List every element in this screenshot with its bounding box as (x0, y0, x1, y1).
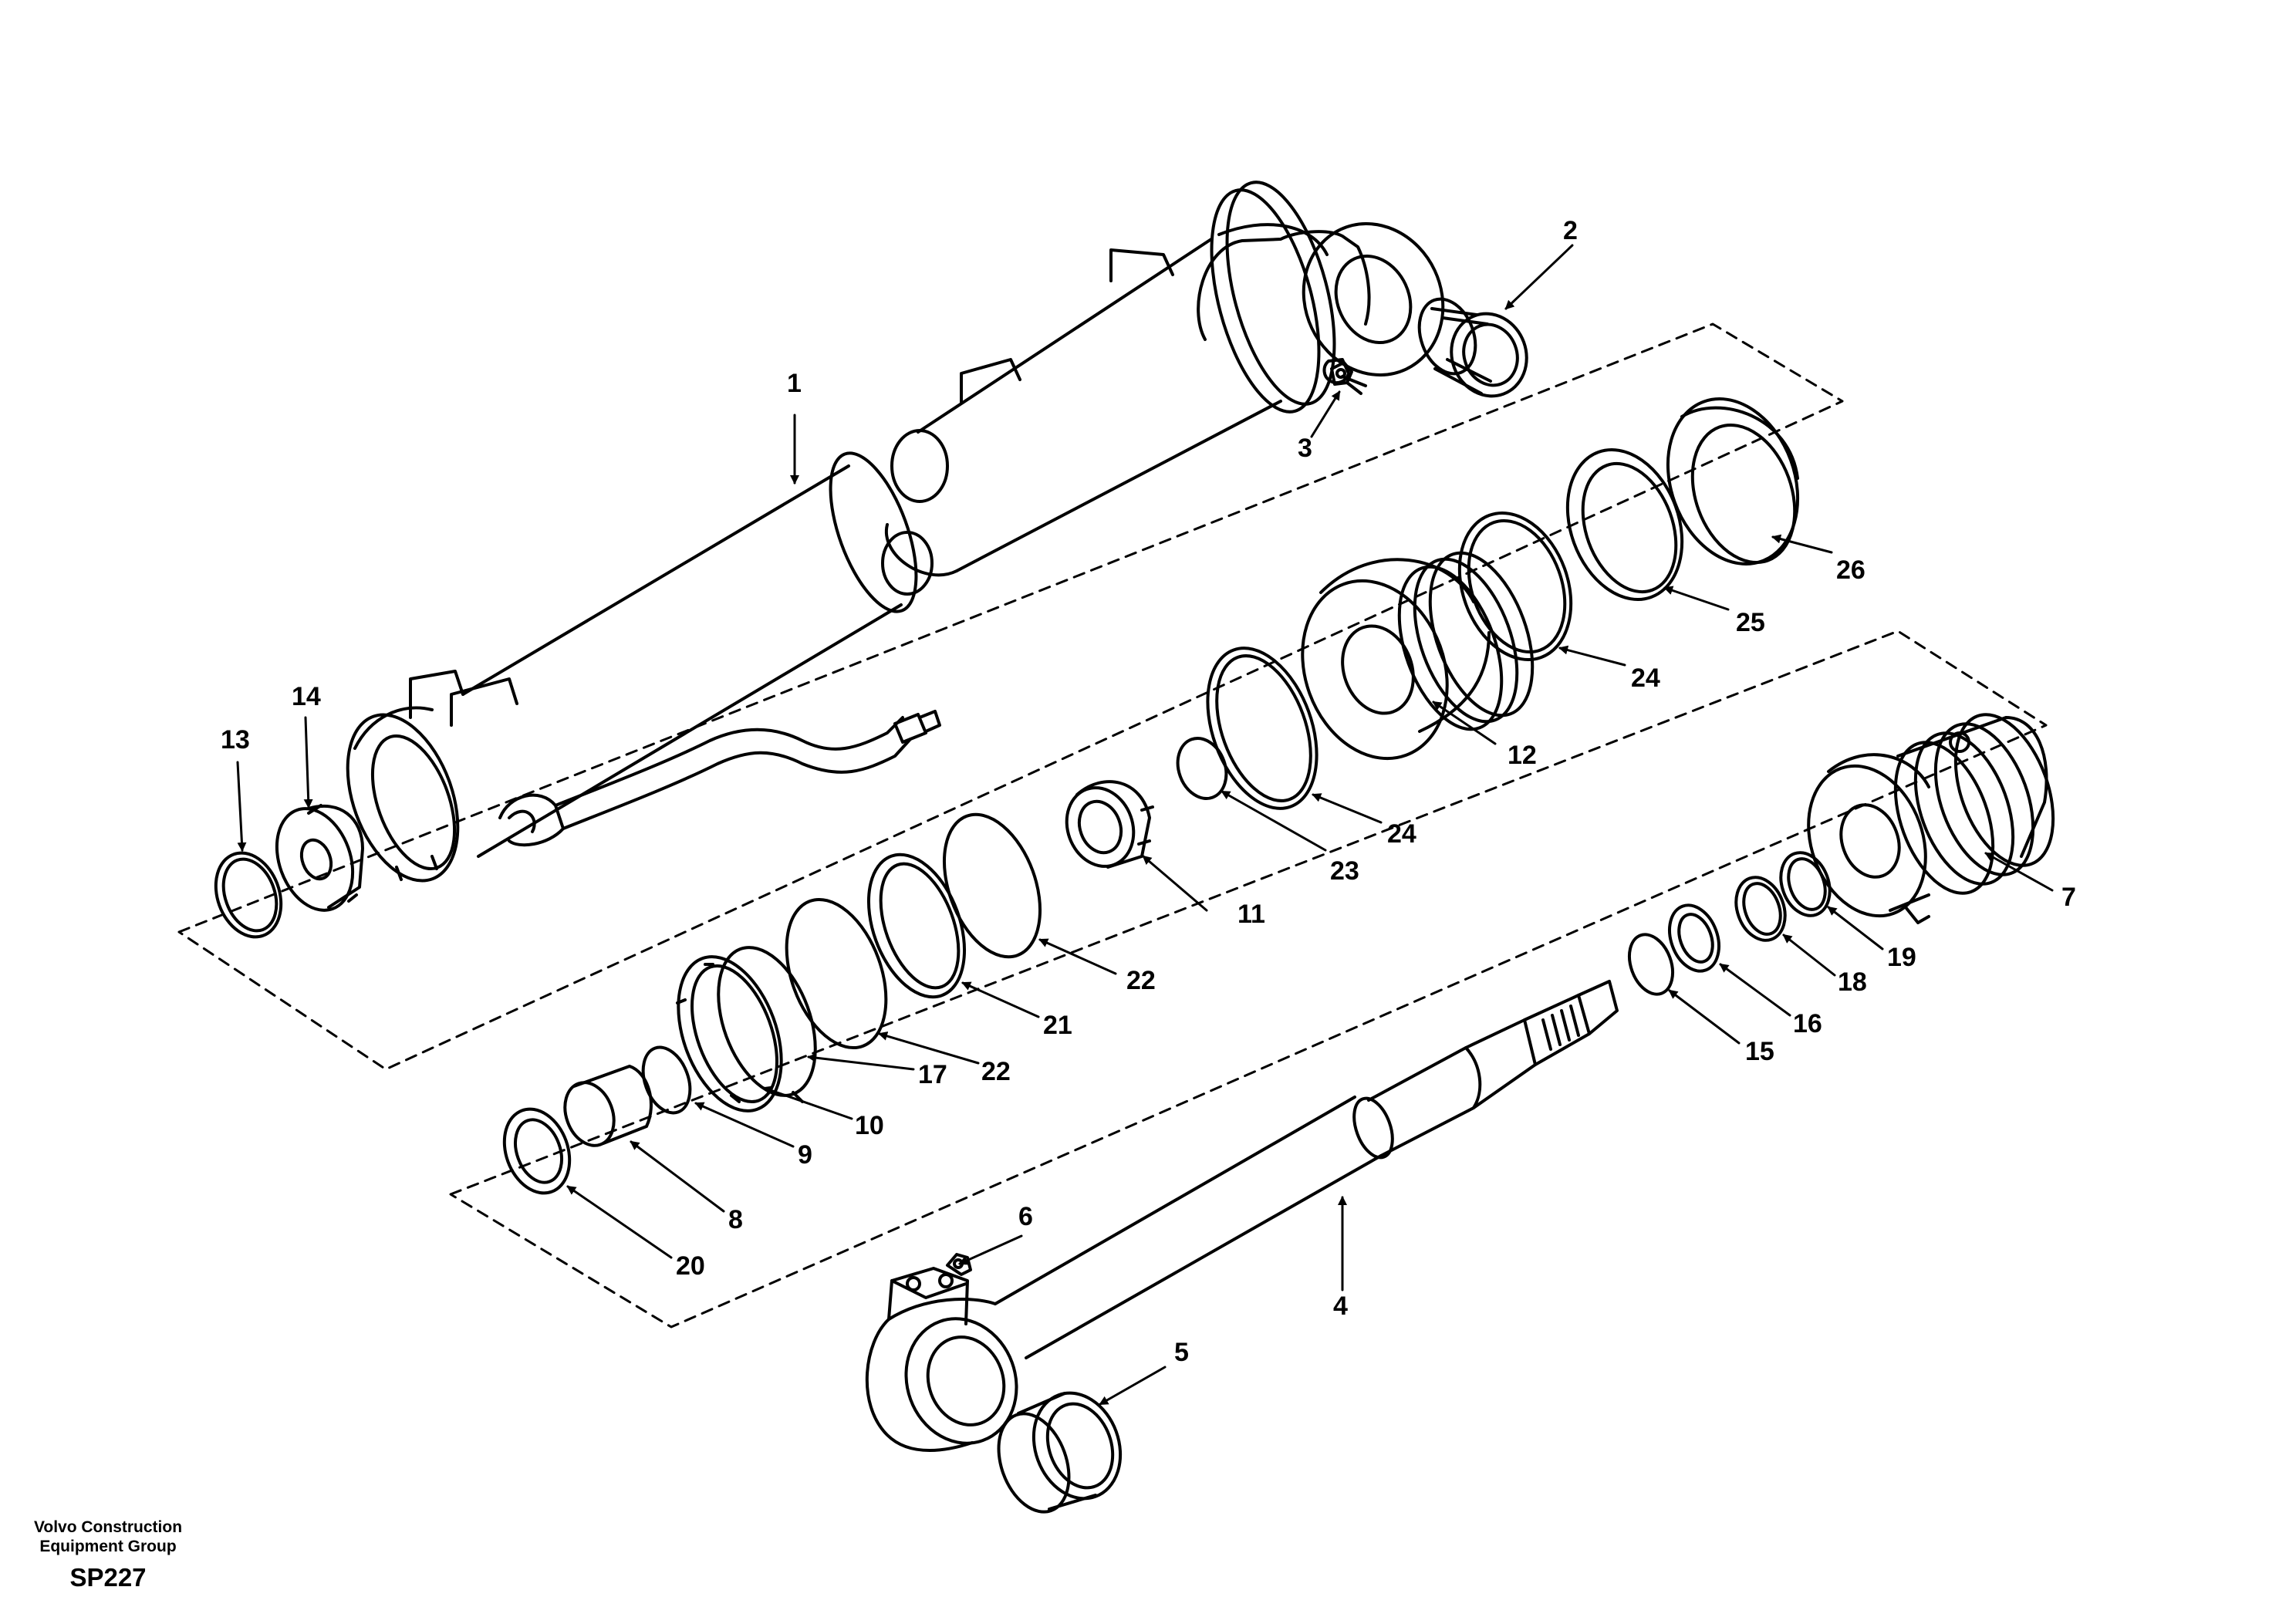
callout-2: 2 (1563, 216, 1578, 245)
callout-leader-lines (236, 244, 2054, 1406)
callout-16: 16 (1793, 1009, 1822, 1038)
part-10-ring (676, 955, 783, 1112)
part-12-piston (1301, 551, 1535, 761)
callout-6: 6 (1018, 1202, 1033, 1231)
footer-company-line1: Volvo Construction (33, 1518, 183, 1536)
callout-12: 12 (1508, 741, 1537, 770)
callout-22-upper: 22 (1126, 966, 1156, 995)
callout-24-lower: 24 (1387, 819, 1416, 849)
part-13-retaining-ring (214, 851, 283, 939)
part-8-bushing (563, 1065, 653, 1147)
part-21-ring (866, 853, 967, 999)
callout-labels: 1 2 3 4 5 6 7 8 9 10 11 12 13 14 15 16 1… (221, 216, 2076, 1367)
callout-22-lower: 22 (981, 1057, 1011, 1086)
callout-19: 19 (1887, 943, 1916, 972)
callout-24-upper: 24 (1631, 663, 1660, 693)
cylinder-tube-rear (881, 181, 1445, 596)
callout-13: 13 (221, 725, 250, 755)
callout-17: 17 (918, 1060, 947, 1089)
part-19-ring (1779, 851, 1832, 917)
part-25-ring (1565, 448, 1684, 601)
part-22-ring-lower (785, 897, 888, 1050)
callout-18: 18 (1838, 967, 1867, 997)
callout-26: 26 (1836, 555, 1866, 585)
part-23-o-ring (1176, 737, 1228, 800)
callout-8: 8 (728, 1205, 743, 1234)
callout-5: 5 (1174, 1338, 1189, 1367)
callout-15: 15 (1745, 1037, 1774, 1066)
part-15-snap-ring (1627, 933, 1675, 996)
seal-kit-frame-lower (449, 630, 2048, 1329)
callout-4: 4 (1333, 1291, 1348, 1321)
part-26-wiper-ring (1666, 397, 1800, 566)
part-11-collar (1065, 780, 1154, 869)
callout-7: 7 (2061, 883, 2076, 912)
cylinder-tube-front (346, 451, 941, 883)
part-4-piston-rod (865, 980, 1619, 1452)
front-bushing (997, 1391, 1123, 1514)
callout-11: 11 (1237, 900, 1265, 929)
callout-23: 23 (1330, 856, 1359, 886)
part-7-cylinder-head (1807, 713, 2055, 924)
callout-20: 20 (676, 1251, 705, 1281)
part-16-ring (1668, 903, 1720, 973)
grease-nipple-rear (1330, 361, 1362, 395)
callout-21: 21 (1043, 1011, 1072, 1040)
callout-14: 14 (292, 682, 321, 711)
callout-3: 3 (1298, 434, 1312, 463)
callout-1: 1 (787, 369, 802, 398)
part-9-snap-ring (641, 1045, 692, 1115)
part-18-ring (1734, 876, 1787, 942)
callout-9: 9 (798, 1140, 812, 1170)
rear-bushing (1417, 297, 1528, 398)
callout-25: 25 (1736, 608, 1765, 637)
footer-diagram-code: SP227 (69, 1563, 147, 1592)
callout-10: 10 (855, 1111, 884, 1140)
part-20-seal (502, 1107, 572, 1195)
footer-company-line2: Equipment Group (39, 1538, 177, 1555)
part-14-nut (275, 804, 364, 912)
seal-kit-frame-upper (177, 322, 1844, 1071)
